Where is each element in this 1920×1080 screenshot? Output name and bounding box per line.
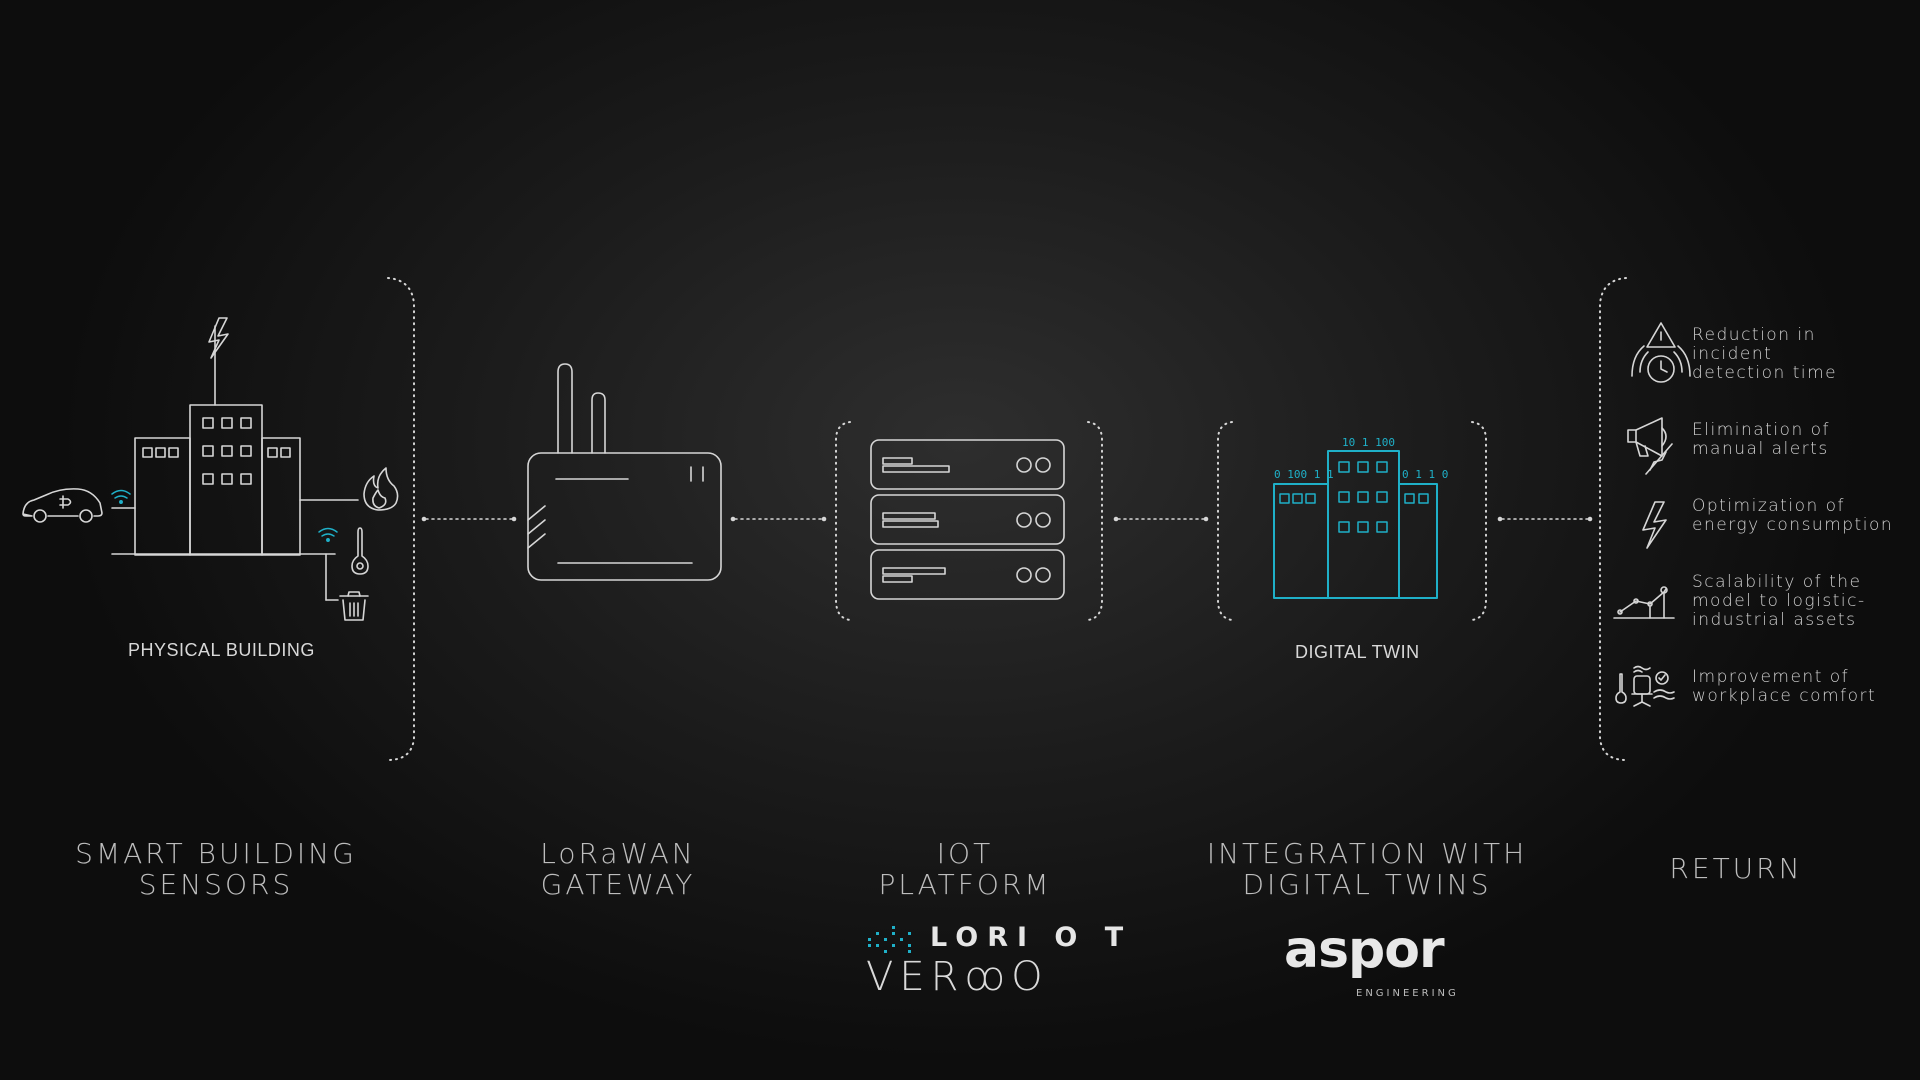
power-bolt-icon bbox=[208, 317, 229, 359]
digital-twin-building-icon bbox=[1273, 450, 1438, 599]
physical-building-caption: PHYSICAL BUILDING bbox=[128, 640, 315, 660]
return-item-incident-detection: Reduction in incident detection time bbox=[1692, 325, 1838, 383]
loriot-logo-mark bbox=[868, 926, 911, 953]
return-item-comfort: Improvement of workplace comfort bbox=[1692, 667, 1877, 706]
growth-chart-icon bbox=[1613, 586, 1675, 619]
fire-icon bbox=[363, 467, 399, 511]
twin-bracket-left bbox=[1217, 421, 1233, 621]
twin-binary-right: 0 1 1 0 bbox=[1402, 468, 1448, 481]
lightning-bolt-icon bbox=[1642, 501, 1667, 549]
lorawan-gateway-icon bbox=[527, 363, 722, 581]
workplace-comfort-icon bbox=[1615, 665, 1675, 707]
wifi-signal-icon bbox=[111, 489, 131, 504]
aspor-engineering-subtitle: ENGINEERING bbox=[1356, 988, 1459, 999]
electric-car-icon bbox=[22, 488, 103, 523]
loriot-logo: LORI O T bbox=[930, 922, 1133, 953]
thermometer-icon bbox=[351, 527, 369, 575]
return-item-energy: Optimization of energy consumption bbox=[1692, 496, 1894, 535]
physical-building-icon bbox=[111, 325, 336, 556]
return-item-scalability: Scalability of the model to logistic- in… bbox=[1692, 572, 1866, 630]
megaphone-off-icon bbox=[1627, 417, 1673, 475]
wifi-signal-icon bbox=[318, 527, 338, 542]
alarm-clock-warning-icon bbox=[1631, 322, 1691, 383]
server-rack-icon bbox=[870, 439, 1065, 600]
stage-label-return: RETURN bbox=[1669, 852, 1803, 885]
verxo-logo: VERꝏO bbox=[866, 954, 1049, 1000]
trash-bin-icon bbox=[339, 591, 369, 621]
twin-bracket-right bbox=[1471, 421, 1487, 621]
twin-binary-left: 0 100 1 1 bbox=[1274, 468, 1334, 481]
aspor-logo: aspor bbox=[1284, 920, 1445, 980]
twin-binary-top: 10 1 100 bbox=[1342, 436, 1395, 449]
digital-twin-caption: DIGITAL TWIN bbox=[1295, 642, 1420, 662]
sensors-bracket bbox=[387, 277, 415, 761]
platform-bracket-right bbox=[1087, 421, 1103, 621]
platform-bracket-left bbox=[835, 421, 851, 621]
return-bracket bbox=[1599, 277, 1627, 761]
return-item-manual-alerts: Elimination of manual alerts bbox=[1692, 420, 1831, 459]
